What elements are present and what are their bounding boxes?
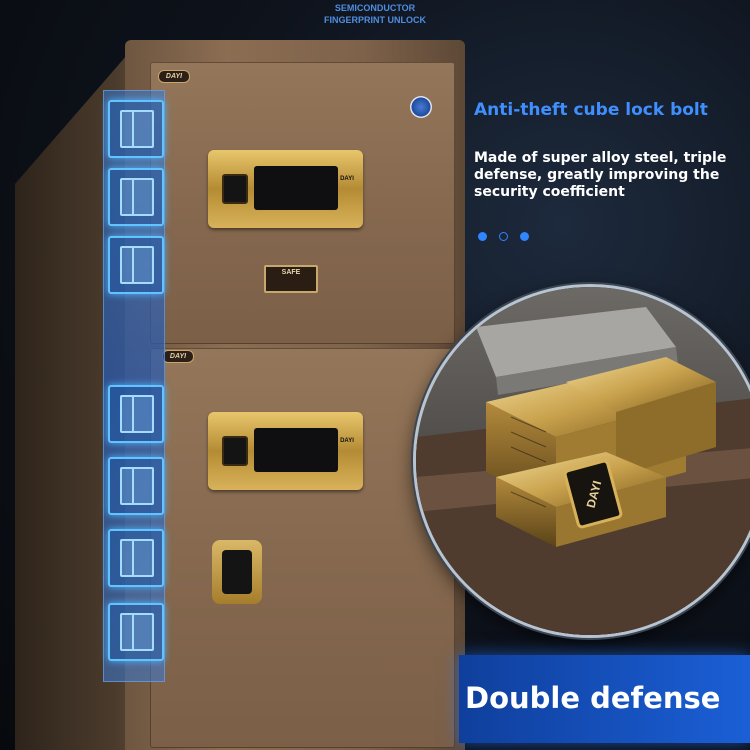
feature-description: Made of super alloy steel, triple defens… [474, 150, 727, 200]
keypad-screen [254, 428, 338, 472]
lock-bolt-icon [108, 100, 164, 158]
keypad-panel-upper: DAYI [208, 150, 363, 228]
headline-text: Double defense [465, 681, 721, 715]
panel-logo: DAYI [340, 176, 354, 182]
carousel-indicator [478, 232, 529, 241]
top-label: SEMICONDUCTOR FINGERPRINT UNLOCK [320, 2, 430, 26]
keypad-panel-lower: DAYI [208, 412, 363, 490]
carousel-dot-2[interactable] [499, 232, 508, 241]
brand-badge-lower: DAYI [162, 350, 194, 363]
keypad-screen [254, 166, 338, 210]
panel-logo: DAYI [340, 438, 354, 444]
top-label-line-1: SEMICONDUCTOR [334, 3, 416, 13]
fingerprint-sensor-icon [222, 436, 248, 466]
brand-badge-upper: DAYI [158, 70, 190, 83]
fingerprint-sensor-icon [222, 174, 248, 204]
lock-bolt-icon [108, 529, 164, 587]
lock-bolt-icon [108, 236, 164, 294]
certification-seal-icon [410, 96, 432, 118]
safe-nameplate: SAFE [264, 265, 318, 293]
lock-bolt-icon [108, 457, 164, 515]
closeup-logo: DAYI [584, 479, 605, 509]
lower-door [150, 348, 455, 748]
top-label-line-2: FINGERPRINT UNLOCK [324, 15, 426, 25]
lock-bolt-icon [108, 385, 164, 443]
nameplate-text: SAFE [281, 269, 301, 276]
feature-title: Anti-theft cube lock bolt [474, 100, 708, 120]
door-handle [212, 540, 262, 604]
carousel-dot-1[interactable] [478, 232, 487, 241]
lock-bolt-icon [108, 603, 164, 661]
cube-bolt-closeup-illustration: DAYI [416, 287, 750, 635]
bolt-closeup-lens: DAYI [413, 284, 750, 638]
lock-bolt-icon [108, 168, 164, 226]
headline-banner: Double defense [459, 655, 750, 743]
carousel-dot-3[interactable] [520, 232, 529, 241]
